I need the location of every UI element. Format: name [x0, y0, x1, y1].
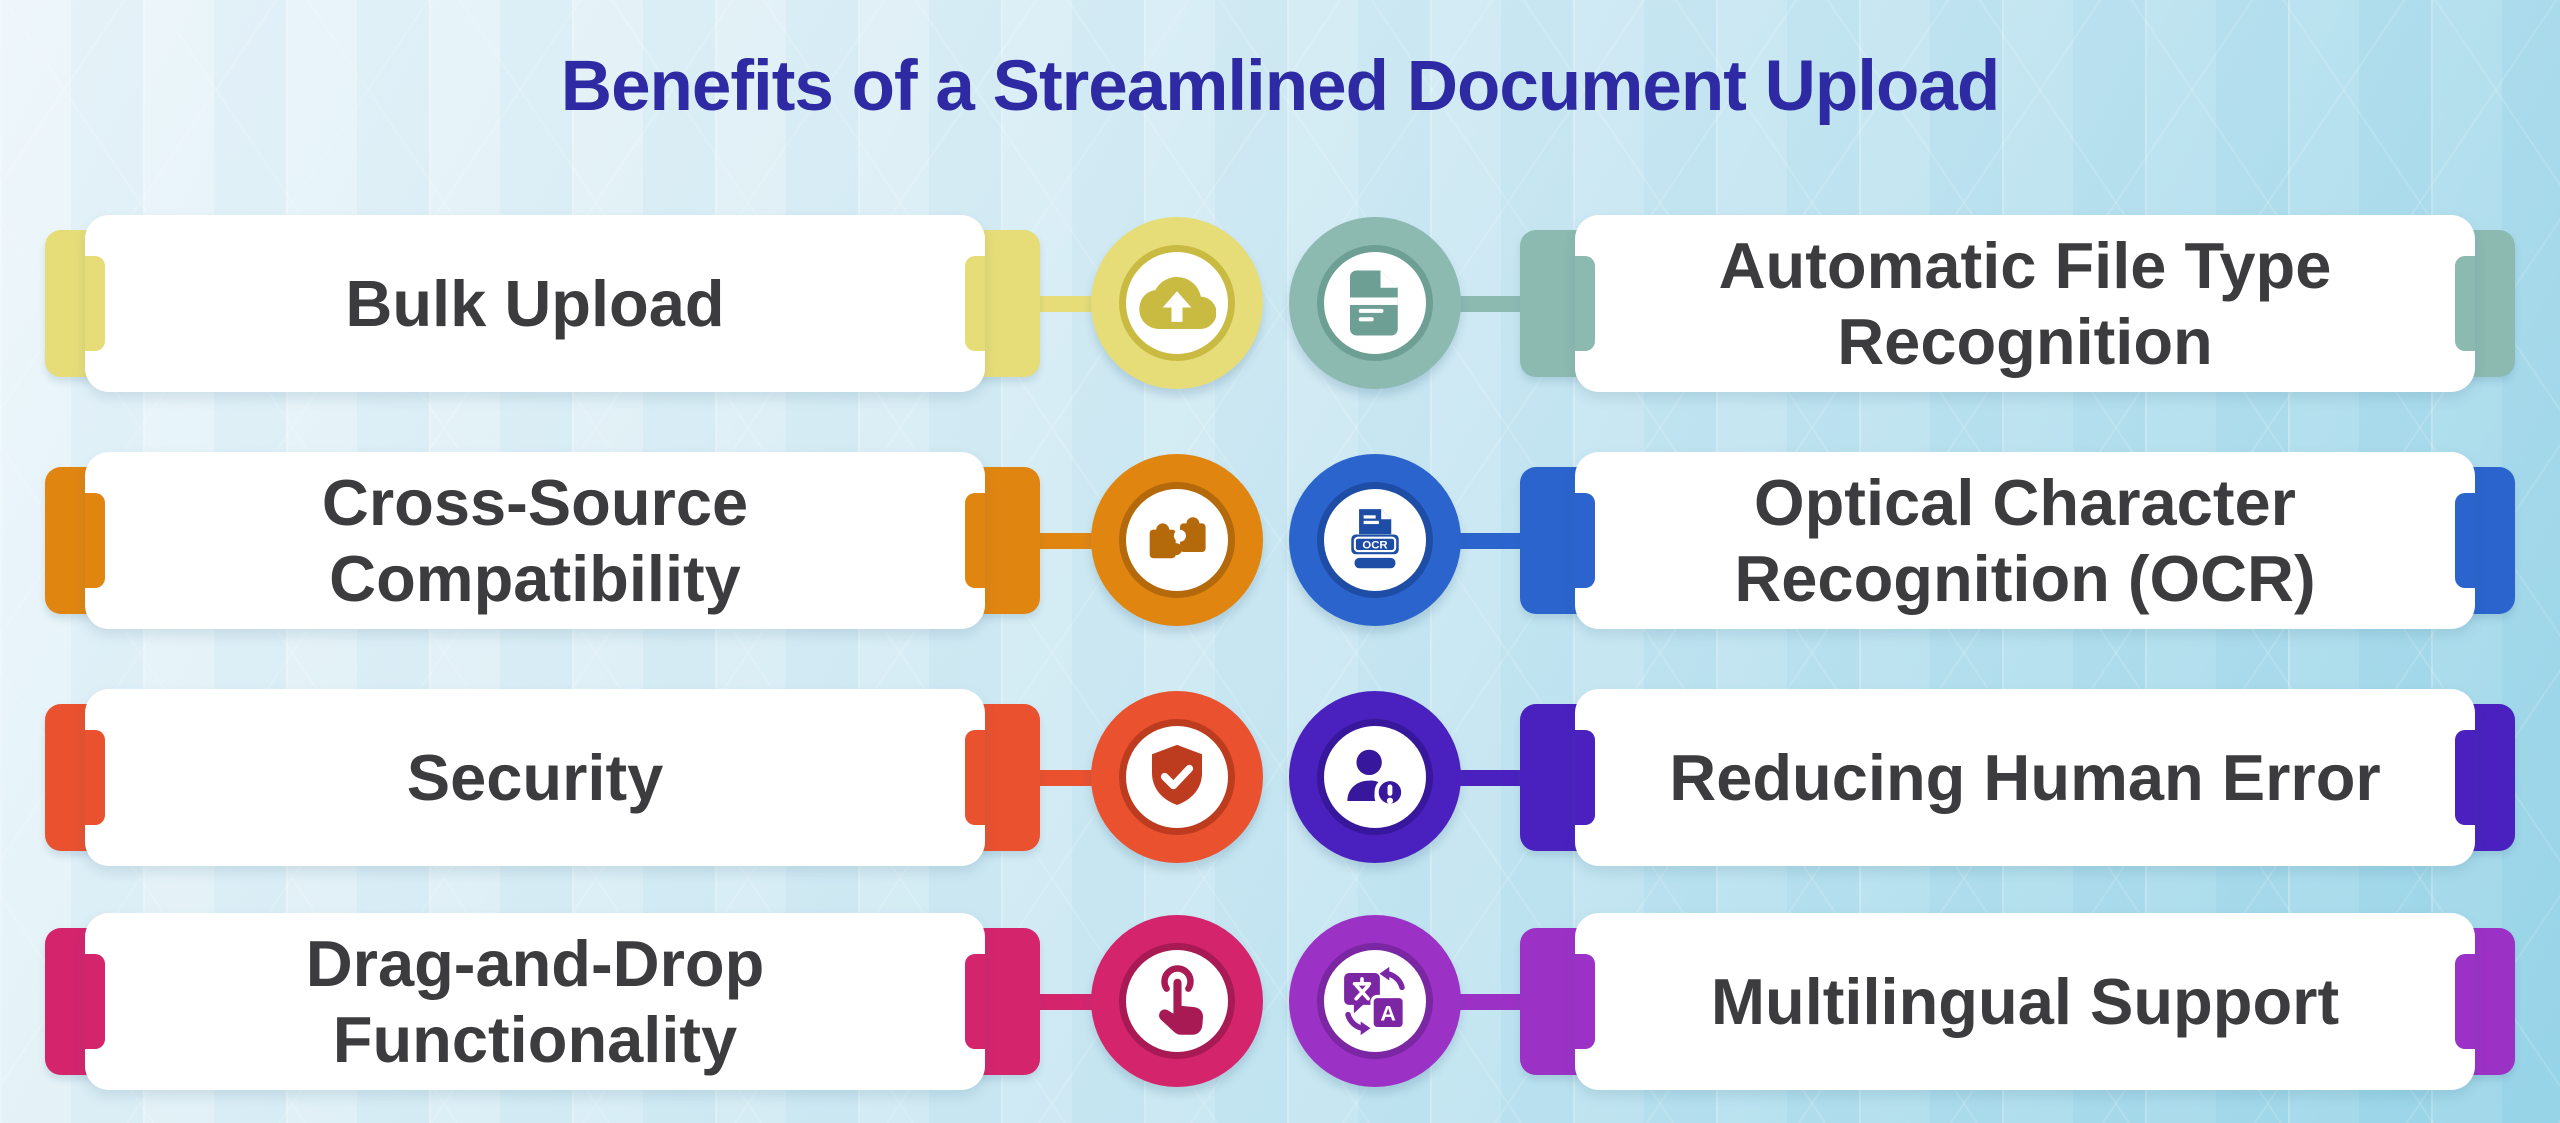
benefit-label: Reducing Human Error — [1669, 740, 2381, 814]
page-title: Benefits of a Streamlined Document Uploa… — [560, 47, 2000, 126]
user-error-icon — [1347, 749, 1406, 808]
icon-background — [1126, 489, 1228, 591]
benefit-icon-disc: A — [1289, 915, 1461, 1087]
bracket-notch — [85, 730, 105, 825]
ocr-file-icon: OCR — [1351, 509, 1399, 569]
benefit-box-bulk-upload: Bulk Upload — [85, 215, 985, 392]
bracket-notch — [965, 493, 985, 588]
benefit-icon-disc — [1091, 454, 1263, 626]
bracket-notch — [1575, 730, 1595, 825]
bracket-notch — [85, 493, 105, 588]
bracket-notch — [1575, 256, 1595, 351]
benefit-box-ocr: Optical Character Recognition (OCR) — [1575, 452, 2475, 629]
benefit-label: Drag-and-Drop Functionality — [305, 927, 765, 1076]
icon-background — [1324, 252, 1426, 354]
bracket-notch — [2455, 256, 2475, 351]
benefit-box-cross-source: Cross-Source Compatibility — [85, 452, 985, 629]
puzzle-icon — [1149, 517, 1206, 559]
connector-line — [1454, 994, 1532, 1010]
connector-line — [1028, 533, 1106, 549]
file-type-icon — [1349, 270, 1398, 336]
benefit-icon-disc — [1289, 217, 1461, 389]
benefit-label: Cross-Source Compatibility — [321, 466, 749, 615]
icon-background — [1126, 252, 1228, 354]
bracket-notch — [2455, 493, 2475, 588]
connector-line — [1454, 296, 1532, 312]
benefit-label: Security — [406, 740, 664, 814]
benefit-label: Automatic File Type Recognition — [1718, 229, 2332, 378]
icon-background: OCR — [1324, 489, 1426, 591]
benefit-icon-disc — [1289, 691, 1461, 863]
bracket-notch — [965, 256, 985, 351]
benefit-box-security: Security — [85, 689, 985, 866]
benefit-row-1: Bulk Upload — [0, 215, 2560, 392]
benefit-box-human-error: Reducing Human Error — [1575, 689, 2475, 866]
connector-line — [1454, 770, 1532, 786]
connector-line — [1028, 770, 1106, 786]
benefit-icon-disc — [1091, 217, 1263, 389]
shield-check-icon — [1151, 744, 1203, 805]
icon-background — [1126, 950, 1228, 1052]
bracket-notch — [85, 954, 105, 1049]
bracket-notch — [965, 730, 985, 825]
bracket-notch — [2455, 730, 2475, 825]
benefit-row-3: Security — [0, 689, 2560, 866]
bracket-notch — [1575, 493, 1595, 588]
connector-line — [1454, 533, 1532, 549]
benefit-icon-disc — [1091, 915, 1263, 1087]
benefit-icon-disc: OCR — [1289, 454, 1461, 626]
benefit-row-4: Drag-and-Drop Functionality — [0, 913, 2560, 1090]
benefit-label: Multilingual Support — [1710, 964, 2340, 1038]
bracket-notch — [2455, 954, 2475, 1049]
bracket-notch — [965, 954, 985, 1049]
cloud-upload-icon — [1139, 277, 1216, 330]
bracket-notch — [1575, 954, 1595, 1049]
benefit-box-file-type: Automatic File Type Recognition — [1575, 215, 2475, 392]
connector-line — [1028, 296, 1106, 312]
icon-background — [1126, 726, 1228, 828]
benefit-box-multilingual: Multilingual Support — [1575, 913, 2475, 1090]
svg-text:A: A — [1380, 1002, 1395, 1026]
benefit-box-drag-drop: Drag-and-Drop Functionality — [85, 913, 985, 1090]
icon-background — [1324, 726, 1426, 828]
benefit-label: Optical Character Recognition (OCR) — [1734, 466, 2316, 615]
tap-icon — [1159, 965, 1204, 1035]
benefit-icon-disc — [1091, 691, 1263, 863]
benefit-label: Bulk Upload — [345, 266, 725, 340]
benefit-row-2: Cross-Source Compatibility — [0, 452, 2560, 629]
ocr-badge-text: OCR — [1362, 539, 1387, 551]
icon-background: A — [1324, 950, 1426, 1052]
translate-icon: A — [1344, 966, 1406, 1036]
bracket-notch — [85, 256, 105, 351]
connector-line — [1028, 994, 1106, 1010]
